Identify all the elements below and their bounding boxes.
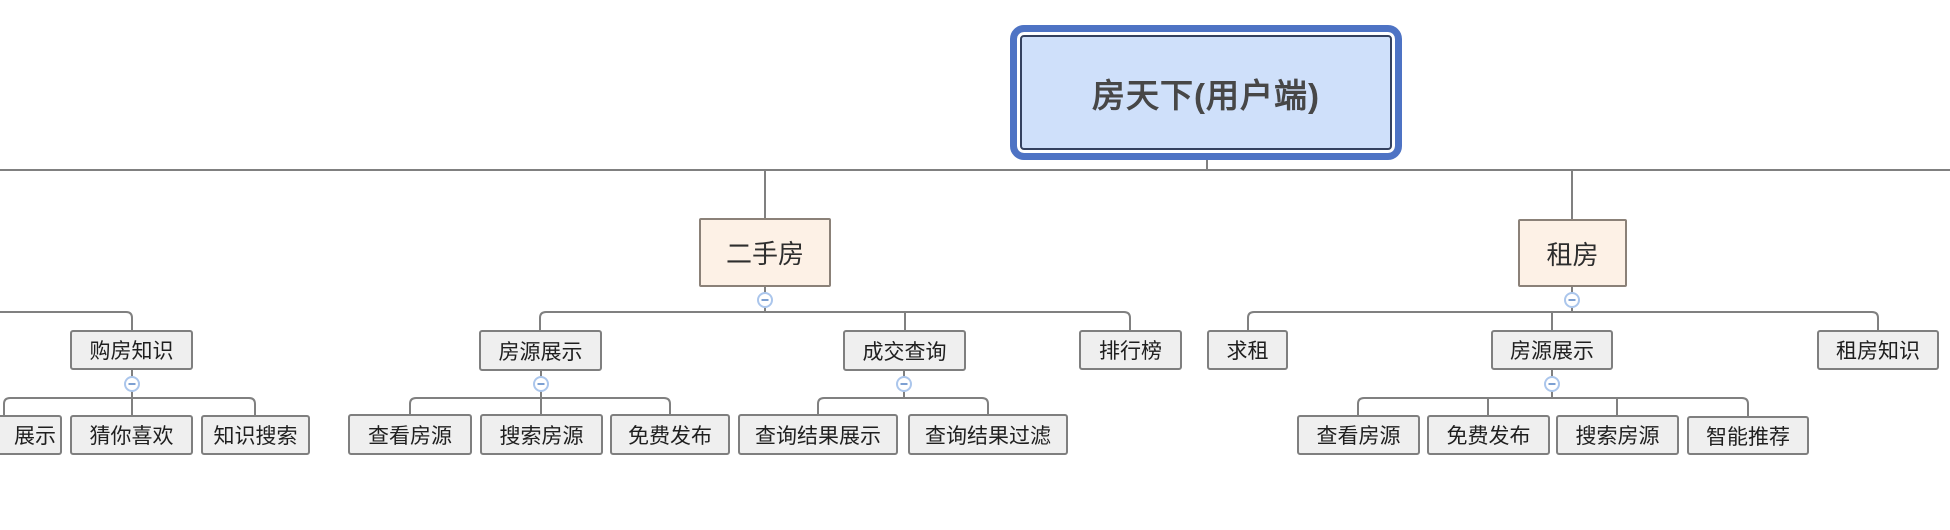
node-rent-seeking[interactable]: 求租 [1207, 330, 1288, 370]
connector-edge-rent-children [1247, 311, 1879, 330]
collapse-listing-rent-button[interactable] [1544, 376, 1560, 392]
node-view-listings-rent[interactable]: 查看房源 [1297, 415, 1420, 455]
node-root[interactable]: 房天下(用户端) [1010, 25, 1402, 160]
node-deal-query[interactable]: 成交查询 [843, 330, 966, 371]
connector-edge-listing-second-hand-children [409, 397, 671, 414]
node-smart-recommend[interactable]: 智能推荐 [1687, 416, 1809, 455]
node-second-hand-house[interactable]: 二手房 [699, 218, 831, 287]
node-listing-display-second-hand[interactable]: 房源展示 [479, 330, 602, 371]
node-guess-you-like[interactable]: 猜你喜欢 [70, 415, 193, 455]
node-query-result-display[interactable]: 查询结果展示 [738, 414, 898, 455]
collapse-rent-button[interactable] [1564, 292, 1580, 308]
connector-edge-buy-knowledge-children [3, 397, 256, 415]
collapse-buy-knowledge-button[interactable] [124, 376, 140, 392]
connector-edge-second-hand-children [539, 311, 1131, 330]
collapse-deal-query-button[interactable] [896, 376, 912, 392]
connector-edge-left-branch-to-buy-knowledge [0, 311, 133, 330]
node-search-listings-second-hand[interactable]: 搜索房源 [480, 414, 603, 455]
node-rent-house-knowledge[interactable]: 租房知识 [1817, 330, 1939, 370]
collapse-second-hand-button[interactable] [757, 292, 773, 308]
node-buy-house-knowledge[interactable]: 购房知识 [70, 330, 193, 370]
node-listing-display-rent[interactable]: 房源展示 [1491, 330, 1613, 370]
node-ranking-list[interactable]: 排行榜 [1079, 330, 1182, 370]
node-query-result-filter[interactable]: 查询结果过滤 [908, 414, 1068, 455]
node-display-clipped[interactable]: 展示 [0, 415, 62, 455]
connector-edge-listing-rent-children [1357, 397, 1749, 416]
node-free-publish-rent[interactable]: 免费发布 [1427, 415, 1550, 455]
node-search-listings-rent[interactable]: 搜索房源 [1556, 415, 1679, 455]
node-knowledge-search[interactable]: 知识搜索 [201, 415, 310, 455]
node-free-publish-second-hand[interactable]: 免费发布 [610, 414, 730, 455]
node-view-listings-second-hand[interactable]: 查看房源 [348, 414, 472, 455]
connector-edge-deal-query-children [817, 397, 989, 414]
collapse-listing-second-hand-button[interactable] [533, 376, 549, 392]
node-rent-house[interactable]: 租房 [1518, 219, 1627, 287]
